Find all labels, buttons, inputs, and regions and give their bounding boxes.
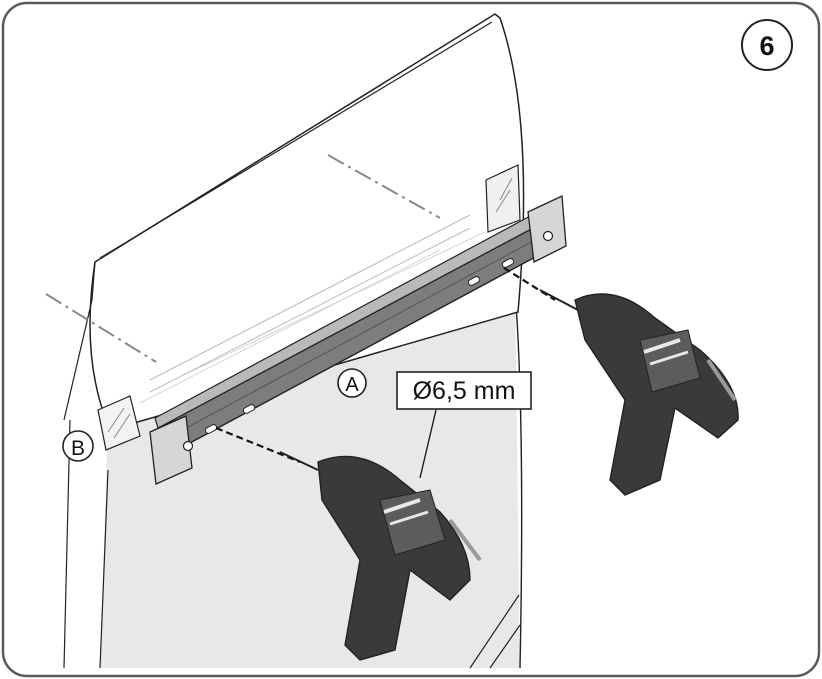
rail <box>149 195 567 485</box>
drill-icon <box>539 289 739 496</box>
center-lines <box>45 154 441 363</box>
step-badge: 6 <box>741 19 793 71</box>
size-leader-line <box>419 409 437 479</box>
callout-a-label: A <box>345 374 359 396</box>
upper-bracket <box>485 164 521 233</box>
step-number: 6 <box>759 31 774 61</box>
glass-panel <box>63 13 525 431</box>
callout-a: A <box>337 368 367 398</box>
screw-paths <box>215 267 556 464</box>
callout-b: B <box>62 430 94 462</box>
drill-icon <box>279 451 482 661</box>
drill-size-text: Ø6,5 mm <box>413 377 516 405</box>
drill-size-label: Ø6,5 mm <box>396 371 532 410</box>
lower-bracket <box>97 395 141 451</box>
callout-b-label: B <box>71 437 85 460</box>
